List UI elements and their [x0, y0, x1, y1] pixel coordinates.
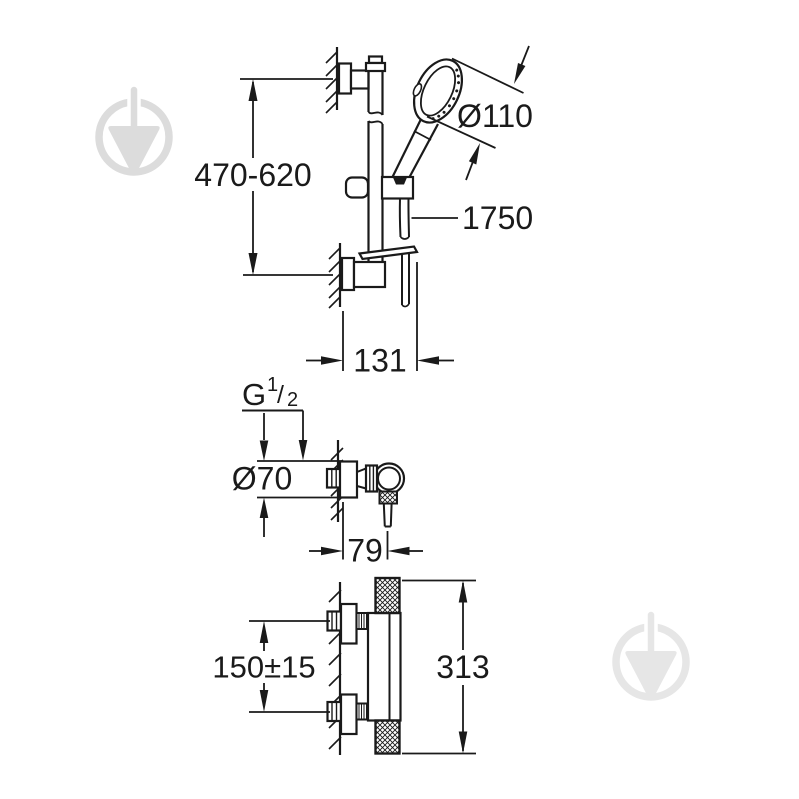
shower-rail: [367, 71, 384, 262]
wall-bracket-bottom-arm: [352, 260, 387, 289]
dim-label-escutcheon-diameter: Ø70: [232, 461, 292, 497]
shower-rail-diagram: [325, 47, 464, 309]
arrowhead-down-icon: [298, 440, 308, 461]
arrowhead-icon: [468, 143, 480, 165]
dim-label-thread-g: G: [242, 377, 266, 412]
dim-overall-height: [402, 579, 476, 755]
mixer-hose-outlet: [382, 503, 393, 528]
wall-hatch-bottom: [328, 243, 342, 309]
wall-bracket-top-arm: [349, 69, 370, 90]
hand-shower-holder: [344, 175, 415, 200]
watermark-trowel-badge-top-left: [95, 83, 173, 176]
shower-hose-lower: [401, 252, 410, 308]
shower-hose-upper: [398, 198, 410, 240]
rail-cap: [364, 61, 387, 73]
trowel-blade-icon: [625, 651, 677, 698]
trowel-handle-icon: [127, 83, 141, 133]
arrowhead-up-icon: [259, 497, 269, 518]
thermostat-body: [366, 611, 402, 722]
arrowhead-down-icon: [259, 690, 269, 712]
trowel-handle-icon: [644, 608, 658, 658]
supply-nipple: [325, 467, 343, 489]
arrowhead-left-icon: [387, 546, 410, 556]
holder-clamp: [393, 177, 407, 185]
spray-nozzles: [431, 68, 461, 121]
dim-label-thread-num: 1: [267, 374, 278, 396]
dim-rail-height: [240, 78, 333, 276]
mixer-hex-nut: [364, 464, 379, 493]
wall-bracket-bottom-flange: [340, 256, 356, 292]
thermostat-escutcheon-bottom: [339, 693, 358, 736]
thermostat-handle-bottom: [374, 719, 401, 755]
hose-knurl-nut: [378, 490, 398, 505]
dim-label-thread-den: 2: [287, 389, 298, 411]
dim-label-hose-length: 1750: [462, 200, 533, 236]
soap-dish: [357, 245, 419, 261]
arrowhead-up-icon: [259, 621, 269, 643]
dim-bracket-offset: [306, 262, 454, 371]
mixer-escutcheon: [338, 460, 359, 499]
dim-label-bracket-offset: 131: [353, 343, 406, 379]
thermostat-escutcheon-top: [339, 602, 358, 645]
hand-shower-handle: [391, 112, 439, 179]
spray-mode-button: [412, 83, 423, 97]
arrowhead-down-icon: [259, 440, 269, 461]
rail-break-mark: [367, 120, 384, 125]
dim-escutcheon-diameter: [257, 413, 342, 537]
dim-label-head-diameter: Ø110: [457, 98, 533, 134]
wall-hatch-thermostat: [328, 582, 342, 755]
arrowhead-down-icon: [458, 731, 468, 754]
dim-label-rail-height: 470-620: [194, 157, 311, 193]
arrowhead-up-icon: [458, 580, 468, 603]
arrowhead-right-icon: [321, 546, 343, 556]
trowel-blade-icon: [108, 126, 160, 173]
dim-label-mixer-depth: 79: [347, 533, 383, 569]
thermostat-handle-top: [374, 576, 401, 615]
shower-head: [412, 58, 464, 124]
connection-top: [326, 602, 369, 645]
dim-label-connection-spacing: 150±15: [212, 650, 315, 685]
arrowhead-left-icon: [417, 356, 439, 365]
wall-hatch-top: [325, 47, 339, 114]
rail-break-mark: [367, 111, 384, 116]
dim-label-thread-slash: /: [277, 381, 284, 409]
arrowhead-down-icon: [248, 253, 258, 275]
dim-mixer-depth: [309, 502, 423, 560]
thermostat-diagram: [326, 576, 402, 755]
watermark-trowel-badge-bottom-right: [612, 608, 690, 701]
mixer-cone: [356, 467, 367, 490]
wall-bracket-top-flange: [337, 62, 353, 95]
arrowhead-icon: [514, 63, 526, 84]
dim-head-diameter: [426, 45, 530, 181]
thread-leader: [242, 409, 308, 461]
arrowhead-up-icon: [248, 79, 258, 101]
connection-bottom: [326, 693, 369, 736]
arrowhead-right-icon: [321, 356, 343, 365]
mixer-diagram: [325, 440, 406, 528]
dim-connection-spacing: [249, 620, 330, 713]
dim-label-overall-height: 313: [436, 649, 489, 685]
